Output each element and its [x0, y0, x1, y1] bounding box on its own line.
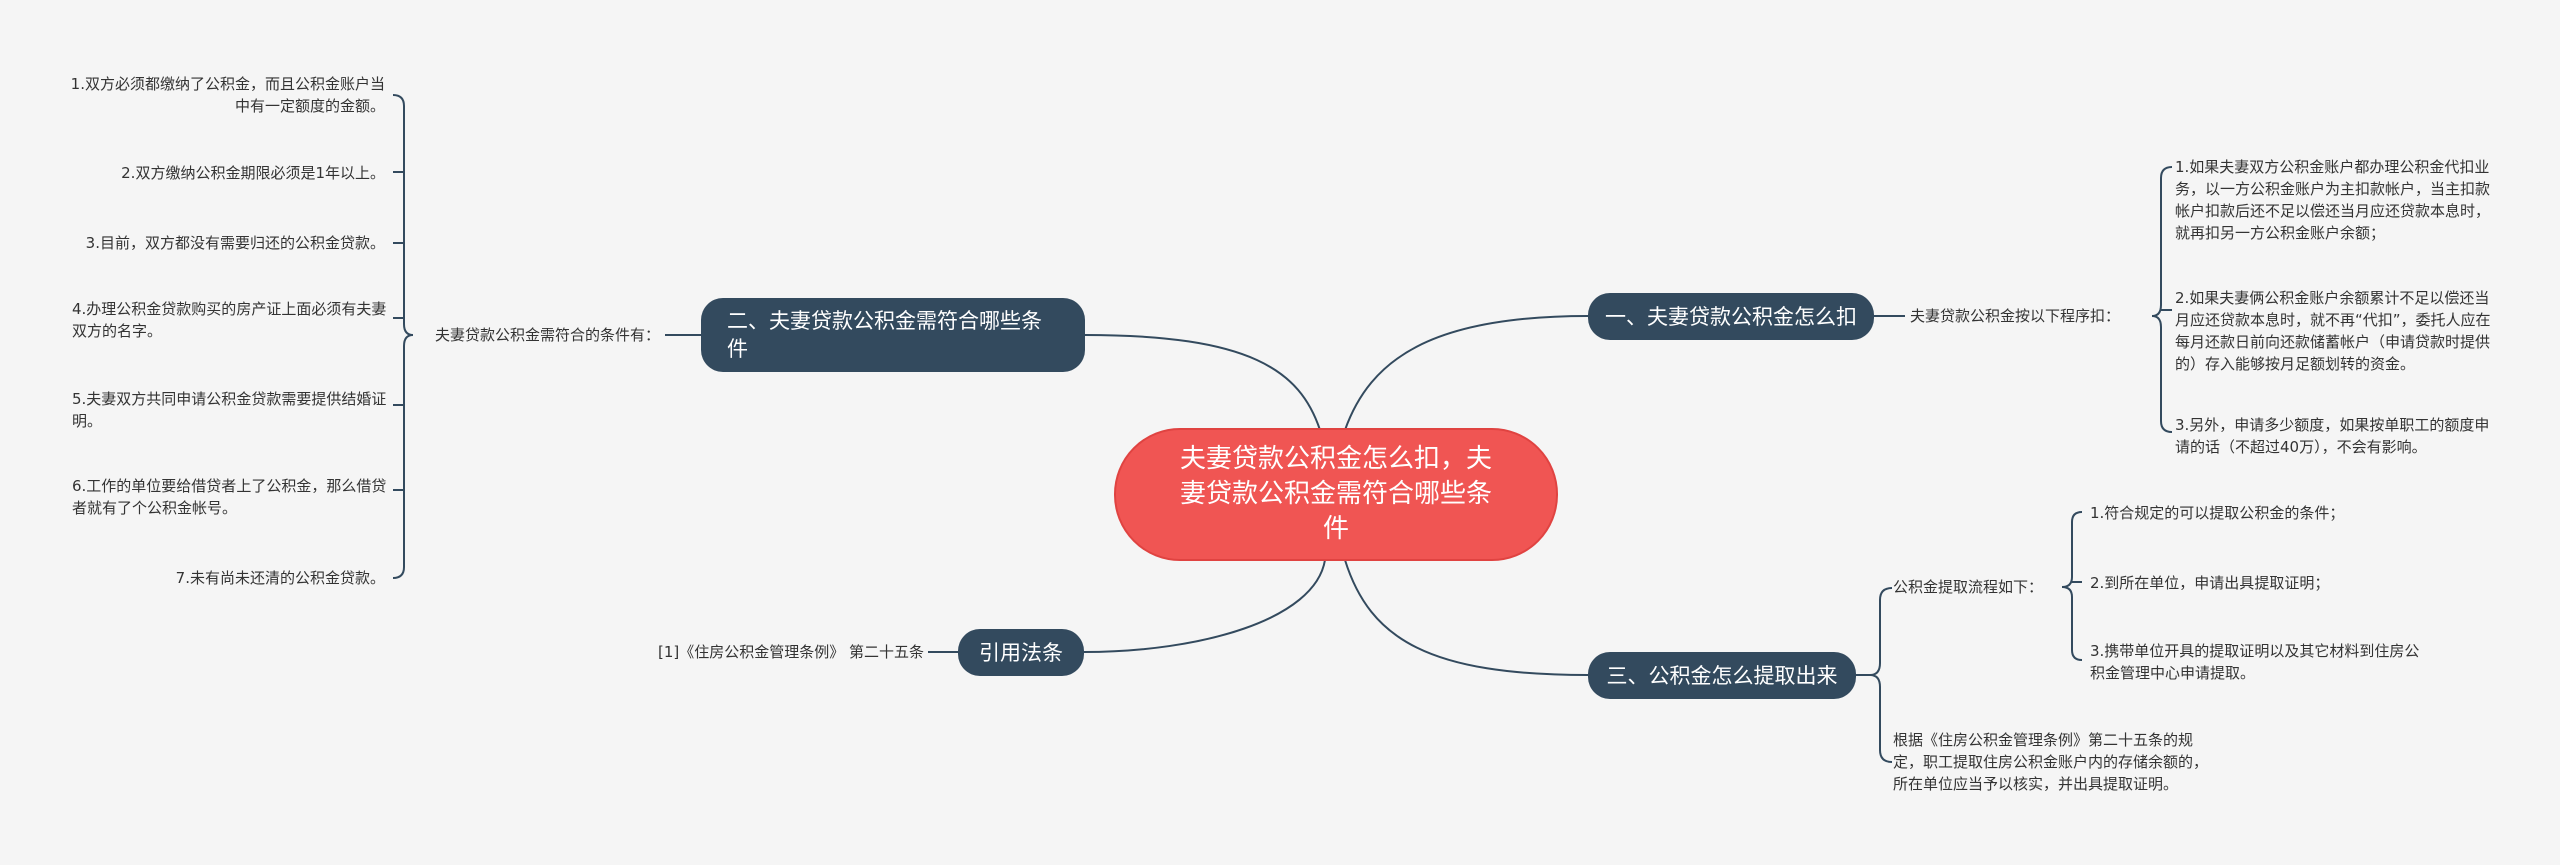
central-topic-text: 夫妻贷款公积金怎么扣，夫妻贷款公积金需符合哪些条件	[1179, 444, 1492, 544]
topic-citation-text: 引用法条	[979, 640, 1063, 665]
connector-central-r3	[1344, 559, 1589, 676]
topic-withdraw-text: 三、公积金怎么提取出来	[1606, 663, 1838, 688]
connector-central-cite	[1083, 559, 1326, 653]
topic-deduct[interactable]: 一、夫妻贷款公积金怎么扣	[1588, 293, 1874, 340]
topic-conditions[interactable]: 二、夫妻贷款公积金需符合哪些条件	[701, 298, 1085, 372]
conditions-label: 夫妻贷款公积金需符合的条件有：	[434, 326, 660, 344]
withdraw-note: 根据《住房公积金管理条例》第二十五条的规定，职工提取住房公积金账户内的存储余额的…	[1893, 731, 2209, 793]
condition-item-4: 4.办理公积金贷款购买的房产证上面必须有夫妻双方的名字。	[72, 300, 387, 340]
deduct-item-1: 1.如果夫妻双方公积金账户都办理公积金代扣业务，以一方公积金账户为主扣款帐户，当…	[2175, 158, 2491, 242]
topic-deduct-text: 一、夫妻贷款公积金怎么扣	[1605, 304, 1857, 329]
process-item-2: 2.到所在单位，申请出具提取证明；	[2090, 574, 2330, 592]
bracket-right-deduct	[2151, 166, 2173, 433]
topic-withdraw[interactable]: 三、公积金怎么提取出来	[1588, 652, 1856, 699]
condition-item-5: 5.夫妻双方共同申请公积金贷款需要提供结婚证明。	[72, 390, 387, 430]
condition-item-2: 2.双方缴纳公积金期限必须是1年以上。	[121, 164, 385, 182]
condition-item-7: 7.未有尚未还清的公积金贷款。	[175, 569, 385, 587]
deduct-item-2: 2.如果夫妻俩公积金账户余额累计不足以偿还当月应还贷款本息时，就不再“代扣”，委…	[2175, 289, 2491, 373]
bracket-right-withdraw	[1869, 587, 1893, 763]
condition-item-1: 1.双方必须都缴纳了公积金，而且公积金账户当中有一定额度的金额。	[70, 75, 385, 115]
bracket-left-conditions	[392, 94, 414, 579]
condition-item-3: 3.目前，双方都没有需要归还的公积金贷款。	[85, 234, 385, 252]
topic-conditions-text: 二、夫妻贷款公积金需符合哪些条件	[727, 309, 1042, 361]
connector-central-r1	[1344, 315, 1589, 431]
deduct-label: 夫妻贷款公积金按以下程序扣：	[1910, 307, 2121, 325]
process-item-3: 3.携带单位开具的提取证明以及其它材料到住房公积金管理中心申请提取。	[2090, 642, 2420, 682]
withdraw-process-label: 公积金提取流程如下：	[1893, 578, 2044, 596]
topic-citation[interactable]: 引用法条	[958, 629, 1084, 676]
bracket-right-process	[2061, 511, 2083, 661]
citation-label: [1]《住房公积金管理条例》 第二十五条	[657, 643, 924, 661]
process-item-1: 1.符合规定的可以提取公积金的条件；	[2090, 504, 2345, 522]
deduct-item-3: 3.另外，申请多少额度，如果按单职工的额度申请的话（不超过40万），不会有影响。	[2175, 416, 2490, 456]
connector-central-left2	[1084, 334, 1321, 431]
central-topic[interactable]: 夫妻贷款公积金怎么扣，夫妻贷款公积金需符合哪些条件	[1114, 428, 1558, 561]
condition-item-6: 6.工作的单位要给借贷者上了公积金，那么借贷者就有了个公积金帐号。	[72, 477, 387, 517]
